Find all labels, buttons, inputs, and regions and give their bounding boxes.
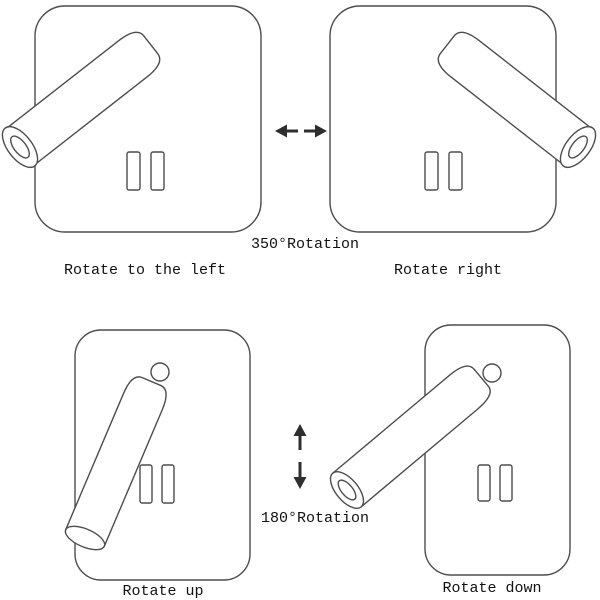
switch-button-left [477, 464, 491, 502]
switch-button-right [161, 464, 175, 504]
label-rotate-left: Rotate to the left [63, 262, 227, 279]
vertical-rotation-label: 180°Rotation [260, 510, 370, 527]
hinge-knob [150, 362, 170, 382]
label-rotate-up: Rotate up [122, 583, 204, 600]
switch-button-left [139, 464, 153, 504]
down-arrow-head [293, 477, 307, 489]
label-rotate-right: Rotate right [393, 262, 503, 279]
switch-button-right [448, 151, 463, 191]
horizontal-double-arrow-icon [275, 124, 327, 138]
hinge-knob [482, 363, 502, 383]
lamp-barrel [437, 31, 594, 167]
horizontal-rotation-label: 350°Rotation [250, 236, 360, 253]
switch-button-left [424, 151, 439, 191]
switch-button-right [150, 151, 165, 191]
vertical-double-arrow-icon [293, 424, 307, 489]
lamp-arm [437, 31, 597, 169]
lamp-lens [10, 135, 30, 159]
lamp-arm [329, 365, 491, 509]
lamp-arm [64, 376, 167, 551]
up-arrow-head [293, 424, 307, 436]
lamp-rotated-left-illustration [1, 5, 262, 233]
mounting-plate [424, 324, 571, 576]
lamp-rotated-right-illustration [329, 5, 597, 233]
lamp-rotated-up-illustration [64, 329, 251, 581]
lamp-rotated-down-illustration [329, 324, 571, 576]
lamp-barrel [331, 365, 491, 508]
label-rotate-down: Rotate down [442, 580, 542, 597]
lamp-barrel [4, 31, 161, 167]
switch-button-right [499, 464, 513, 502]
lamp-barrel [64, 376, 167, 548]
right-arrow-head [315, 124, 327, 138]
mounting-plate [74, 329, 251, 581]
left-arrow-head [275, 124, 287, 138]
lamp-base-rim [64, 525, 106, 551]
lamp-lens [568, 135, 588, 159]
lamp-arm [1, 31, 161, 169]
lamp-lens [337, 479, 357, 501]
switch-button-left [126, 151, 141, 191]
